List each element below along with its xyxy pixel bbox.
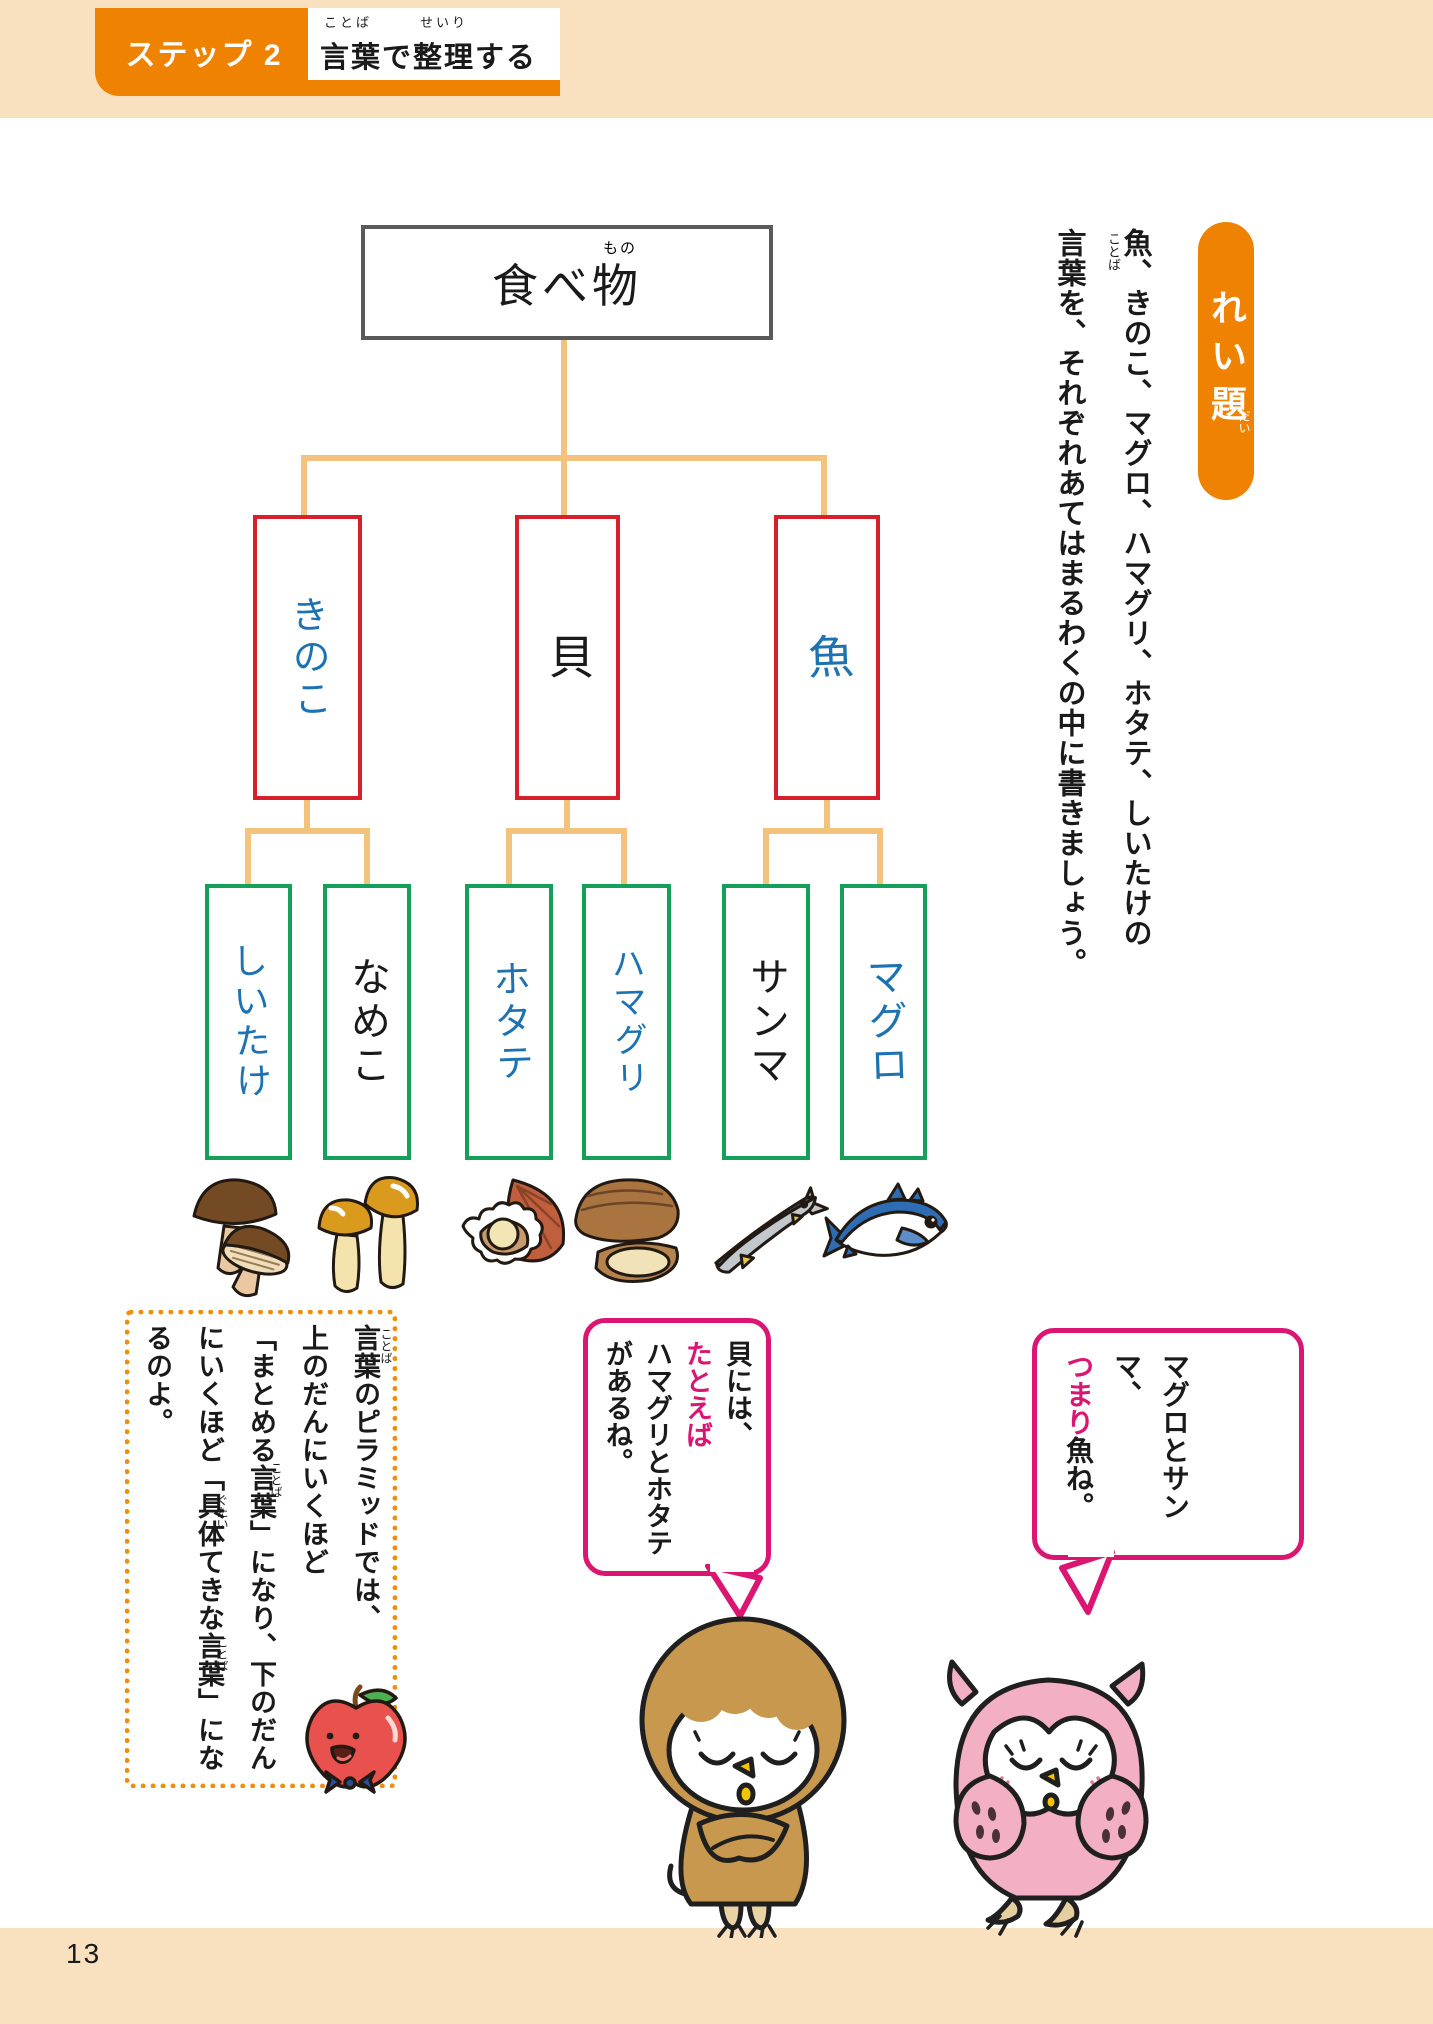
tree-root-label: 食べ物 xyxy=(492,260,642,312)
bubble-shell-highlight: たとえば xyxy=(682,1340,712,1448)
step-tab-label: ステップ 2 xyxy=(125,39,283,72)
problem-statement: 魚、きのこ、マグロ、ハマグリ、ホタテ、しいたけの 言葉を、それぞれあてはまるわく… xyxy=(1036,228,1168,1008)
title-furigana-seiri: せいり xyxy=(420,15,469,30)
example-badge-label: れい題 xyxy=(1206,289,1247,433)
leaf-label-hamaguri: ハマグリ xyxy=(605,945,648,1099)
tree-root-box: もの 食べ物 xyxy=(361,225,773,340)
bubble-fish-line-1: マグロとサンマ、 xyxy=(1111,1352,1190,1520)
tree-connector xyxy=(364,828,370,884)
brown-owl-character xyxy=(639,1616,847,1938)
clam-illustration xyxy=(574,1178,680,1283)
problem-column-1: 魚、きのこ、マグロ、ハマグリ、ホタテ、しいたけの xyxy=(1119,228,1151,948)
note-column-2: 上のだんにいくほど xyxy=(298,1324,328,1576)
page-number: 13 xyxy=(66,1938,102,1969)
bubble-fish-rest: 魚ね。 xyxy=(1063,1436,1094,1520)
apple-character xyxy=(305,1684,407,1794)
note-furigana-kotoba-2: ことば xyxy=(269,1462,283,1498)
tree-connector xyxy=(824,800,830,834)
tree-connector xyxy=(877,828,883,884)
leaf-box-shiitake: しいたけ xyxy=(205,884,292,1160)
bubble-shell-line-3: ハマグリとホタテ xyxy=(642,1340,672,1556)
leaf-label-maguro: マグロ xyxy=(859,955,909,1089)
speech-bubble-fish-text: マグロとサンマ、 つまり魚ね。 xyxy=(1054,1352,1198,1542)
tree-connector xyxy=(301,455,307,515)
tree-connector xyxy=(304,800,310,834)
tree-connector xyxy=(506,828,627,834)
branch-box-sakana: 魚 xyxy=(774,515,880,800)
speech-bubble-fish xyxy=(1032,1328,1304,1560)
leaf-box-hotate: ホタテ xyxy=(465,884,553,1160)
tree-connector xyxy=(621,828,627,884)
problem-furigana: ことば xyxy=(1106,232,1121,271)
note-furigana-kotoba-1: ことば xyxy=(379,1328,393,1364)
example-badge: れい題 だい xyxy=(1198,222,1254,500)
speech-bubble-shell-text: 貝には、 たとえば ハマグリとホタテ があるね。 xyxy=(597,1340,757,1560)
tree-root-furigana: もの xyxy=(603,240,638,257)
example-badge-furigana: だい xyxy=(1237,410,1251,434)
bubble-shell-line-4: があるね。 xyxy=(602,1340,632,1475)
leaf-box-maguro: マグロ xyxy=(840,884,927,1160)
bubble-fish-highlight: つまり xyxy=(1063,1352,1094,1436)
note-column-3: 「まとめる言葉」になり、下のだん xyxy=(246,1324,276,1772)
bubble-shell-line-1: 貝には、 xyxy=(722,1340,752,1448)
branch-box-kai: 貝 xyxy=(515,515,620,800)
leaf-label-nameko: なめこ xyxy=(345,956,390,1088)
speech-bubble-shell xyxy=(583,1318,771,1576)
tree-connector xyxy=(506,828,512,884)
tuna-illustration xyxy=(822,1182,948,1259)
tree-connector xyxy=(821,455,827,515)
tree-connector xyxy=(564,800,570,834)
branch-label-kai: 貝 xyxy=(542,632,594,683)
leaf-label-sanma: サンマ xyxy=(744,956,789,1088)
tree-connector xyxy=(763,828,883,834)
title-furigana-kotoba: ことば xyxy=(324,15,373,30)
note-column-5: るのよ。 xyxy=(142,1324,172,1436)
leaf-label-shiitake: しいたけ xyxy=(225,941,272,1103)
problem-column-2: 言葉を、それぞれあてはまるわくの中に書きましょう。 xyxy=(1053,228,1085,978)
note-furigana-gutai: ぐたい xyxy=(215,1494,229,1530)
note-text: 言葉のピラミッドでは、 上のだんにいくほど 「まとめる言葉」になり、下のだん に… xyxy=(131,1324,391,1776)
tree-connector xyxy=(763,828,769,884)
branch-label-kinoko: きのこ xyxy=(283,593,331,722)
nameko-illustration xyxy=(317,1176,420,1293)
pink-owl-character xyxy=(947,1659,1149,1938)
leaf-label-hotate: ホタテ xyxy=(485,958,532,1086)
tree-connector xyxy=(245,828,251,884)
bottom-band xyxy=(0,1928,1433,2024)
note-column-4: にいくほど「具体てきな言葉」にな xyxy=(194,1324,224,1772)
branch-label-sakana: 魚 xyxy=(801,631,854,684)
saury-illustration xyxy=(714,1186,829,1274)
speech-bubble-fish-tail xyxy=(1059,1548,1115,1615)
tree-connector xyxy=(561,455,567,515)
note-furigana-kotoba-3: ことば xyxy=(215,1636,229,1672)
leaf-box-hamaguri: ハマグリ xyxy=(582,884,671,1160)
speech-bubble-shell-tail xyxy=(705,1564,763,1619)
tree-connector xyxy=(561,340,567,458)
note-column-1: 言葉のピラミッドでは、 xyxy=(350,1324,380,1632)
bubble-fish-line-2: つまり魚ね。 xyxy=(1054,1352,1102,1542)
page-title: 言葉で整理する xyxy=(320,42,538,74)
step-tab: ステップ 2 ことば せいり 言葉で整理する xyxy=(95,8,560,96)
leaf-box-sanma: サンマ xyxy=(722,884,810,1160)
title-box: ことば せいり 言葉で整理する xyxy=(308,8,560,80)
shiitake-illustration xyxy=(192,1178,291,1298)
scallop-illustration xyxy=(461,1178,566,1265)
branch-box-kinoko: きのこ xyxy=(253,515,362,800)
leaf-box-nameko: なめこ xyxy=(323,884,411,1160)
tree-connector xyxy=(245,828,370,834)
